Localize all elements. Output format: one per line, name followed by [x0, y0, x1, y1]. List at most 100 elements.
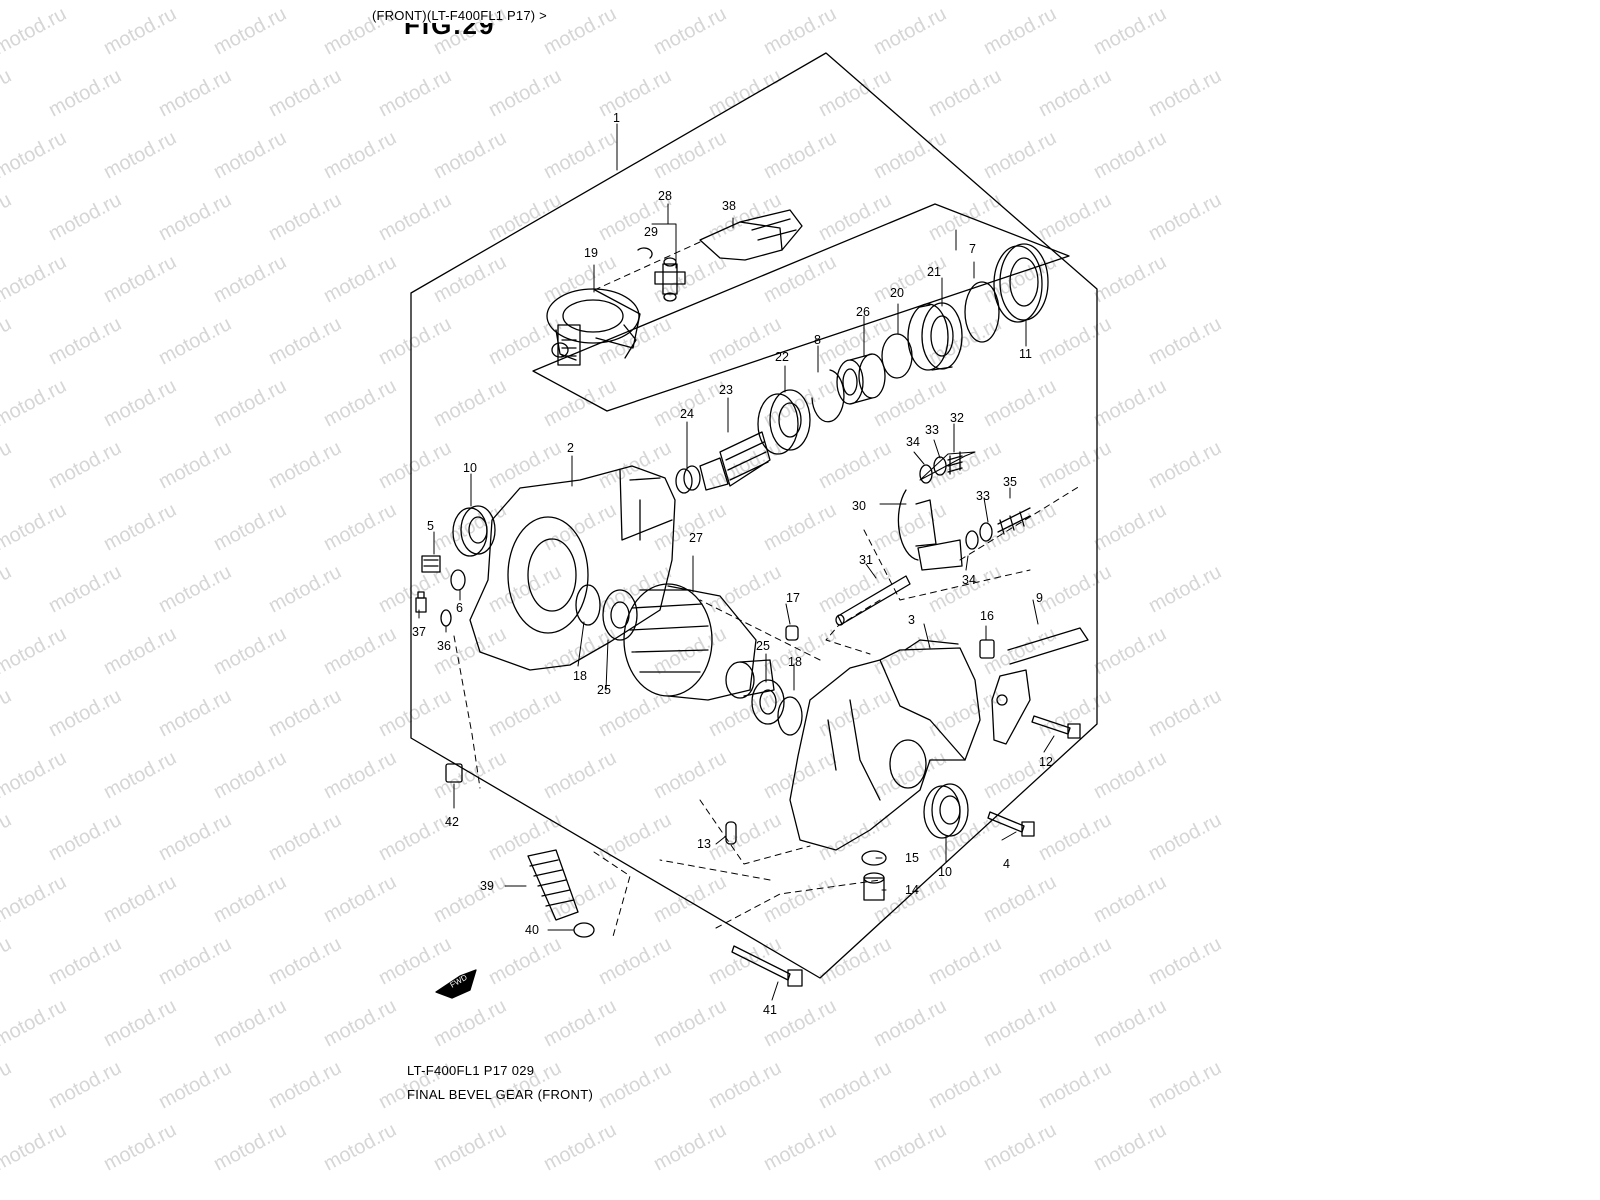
callout-13[interactable]: 13: [697, 837, 711, 851]
callout-38[interactable]: 38: [722, 199, 736, 213]
callout-32[interactable]: 32: [950, 411, 964, 425]
callout-27[interactable]: 27: [689, 531, 703, 545]
part-13-dowel-pin[interactable]: [725, 821, 737, 845]
part-26-needle-bearing[interactable]: [836, 353, 886, 405]
callout-41[interactable]: 41: [763, 1003, 777, 1017]
figure-label: FIG.29: [404, 10, 496, 40]
part-27-ring-gear[interactable]: [623, 583, 775, 701]
callout-40[interactable]: 40: [525, 923, 539, 937]
part-25-bearing-left[interactable]: [602, 589, 638, 641]
diagram-code: LT-F400FL1 P17 029: [407, 1063, 535, 1078]
callout-15[interactable]: 15: [905, 851, 919, 865]
part-18-shim-right[interactable]: [777, 696, 803, 736]
part-20-ring[interactable]: [881, 333, 913, 379]
part-9-breather-bracket[interactable]: [991, 627, 1089, 745]
callout-11[interactable]: 11: [1019, 347, 1032, 361]
part-24-needle-bearing[interactable]: [675, 465, 701, 494]
callout-22[interactable]: 22: [775, 350, 789, 364]
callout-37[interactable]: 37: [412, 625, 426, 639]
callout-25-left[interactable]: 25: [597, 683, 611, 697]
callout-10-left[interactable]: 10: [463, 461, 477, 475]
part-30-shift-fork[interactable]: [897, 489, 963, 571]
callout-5[interactable]: 5: [427, 519, 434, 533]
part-16-nut[interactable]: [979, 639, 995, 659]
part-19-yoke[interactable]: [546, 288, 641, 366]
callout-3[interactable]: 3: [908, 613, 915, 627]
callout-34-lower[interactable]: 34: [962, 573, 976, 587]
part-4-bolt[interactable]: [987, 811, 1035, 837]
part-37-bolt[interactable]: [415, 591, 427, 613]
part-32-spring[interactable]: [947, 451, 963, 475]
callout-28[interactable]: 28: [658, 189, 672, 203]
part-38-shaft-yoke[interactable]: [699, 209, 803, 261]
part-11-oil-seal[interactable]: [993, 243, 1049, 323]
callout-8[interactable]: 8: [814, 333, 821, 347]
callout-10-right[interactable]: 10: [938, 865, 952, 879]
callout-1[interactable]: 1: [613, 111, 620, 125]
diagram-title: FINAL BEVEL GEAR (FRONT): [407, 1087, 594, 1102]
callout-17[interactable]: 17: [786, 591, 800, 605]
callout-6[interactable]: 6: [456, 601, 463, 615]
callout-18-left[interactable]: 18: [573, 669, 587, 683]
callout-23[interactable]: 23: [719, 383, 733, 397]
part-6-washer[interactable]: [450, 569, 466, 591]
part-7-circlip[interactable]: [964, 281, 1000, 343]
callout-20[interactable]: 20: [890, 286, 904, 300]
part-34-circlip-lower[interactable]: [965, 530, 979, 550]
callout-34-upper[interactable]: 34: [906, 435, 920, 449]
callout-24[interactable]: 24: [680, 407, 694, 421]
part-25-bearing-right[interactable]: [751, 679, 785, 725]
part-17-cap[interactable]: [785, 625, 799, 641]
part-33-washer-lower[interactable]: [979, 522, 993, 542]
part-3-housing[interactable]: [789, 639, 981, 851]
callout-33-lower[interactable]: 33: [976, 489, 990, 503]
part-14-plug[interactable]: [863, 872, 885, 901]
callout-12[interactable]: 12: [1039, 755, 1053, 769]
assembly-outline: [410, 52, 1098, 979]
part-36-washer[interactable]: [440, 609, 452, 627]
callout-4[interactable]: 4: [1003, 857, 1010, 871]
part-29-circlip[interactable]: [637, 247, 653, 259]
callout-31[interactable]: 31: [859, 553, 873, 567]
callout-35[interactable]: 35: [1003, 475, 1017, 489]
part-12-bolt[interactable]: [1031, 715, 1081, 739]
callout-14[interactable]: 14: [905, 883, 919, 897]
callout-36[interactable]: 36: [437, 639, 451, 653]
callout-29[interactable]: 29: [644, 225, 658, 239]
part-35-spring[interactable]: [997, 507, 1031, 535]
callout-39[interactable]: 39: [480, 879, 494, 893]
callout-numbers: 1 2 3 4 5 6 7 8 9 10 10 11 12 13 14 15 1…: [412, 111, 1053, 1017]
part-15-washer[interactable]: [861, 850, 887, 866]
callout-21[interactable]: 21: [927, 265, 941, 279]
callout-16[interactable]: 16: [980, 609, 994, 623]
part-41-bolt[interactable]: [731, 945, 803, 987]
callout-2[interactable]: 2: [567, 441, 574, 455]
part-39-boot[interactable]: [527, 849, 579, 921]
callout-30[interactable]: 30: [852, 499, 866, 513]
callout-18-right[interactable]: 18: [788, 655, 802, 669]
part-2-gear-case[interactable]: [469, 465, 676, 671]
part-21-bearing[interactable]: [907, 302, 963, 371]
callout-26[interactable]: 26: [856, 305, 870, 319]
callout-7[interactable]: 7: [969, 242, 976, 256]
part-10-oil-seal-right[interactable]: [923, 783, 969, 839]
callout-9[interactable]: 9: [1036, 591, 1043, 605]
breadcrumb[interactable]: (FRONT)(LT-F400FL1 P17) >: [372, 8, 547, 23]
part-22-bearing[interactable]: [757, 389, 811, 455]
part-8-circlip[interactable]: [811, 369, 845, 423]
part-5-plug[interactable]: [421, 555, 441, 573]
part-23-bevel-pinion[interactable]: [699, 431, 771, 491]
part-31-shift-shaft[interactable]: [835, 575, 911, 626]
part-10-oil-seal-left[interactable]: [452, 505, 496, 557]
callout-42[interactable]: 42: [445, 815, 459, 829]
callout-19[interactable]: 19: [584, 246, 598, 260]
part-40-clamp[interactable]: [573, 922, 595, 938]
leader-lines: [418, 123, 1055, 1001]
callout-33-upper[interactable]: 33: [925, 423, 939, 437]
callout-25-right[interactable]: 25: [756, 639, 770, 653]
part-28-universal-cross[interactable]: [654, 257, 686, 302]
part-42-nut[interactable]: [445, 763, 463, 783]
part-18-shim-left[interactable]: [575, 584, 601, 626]
